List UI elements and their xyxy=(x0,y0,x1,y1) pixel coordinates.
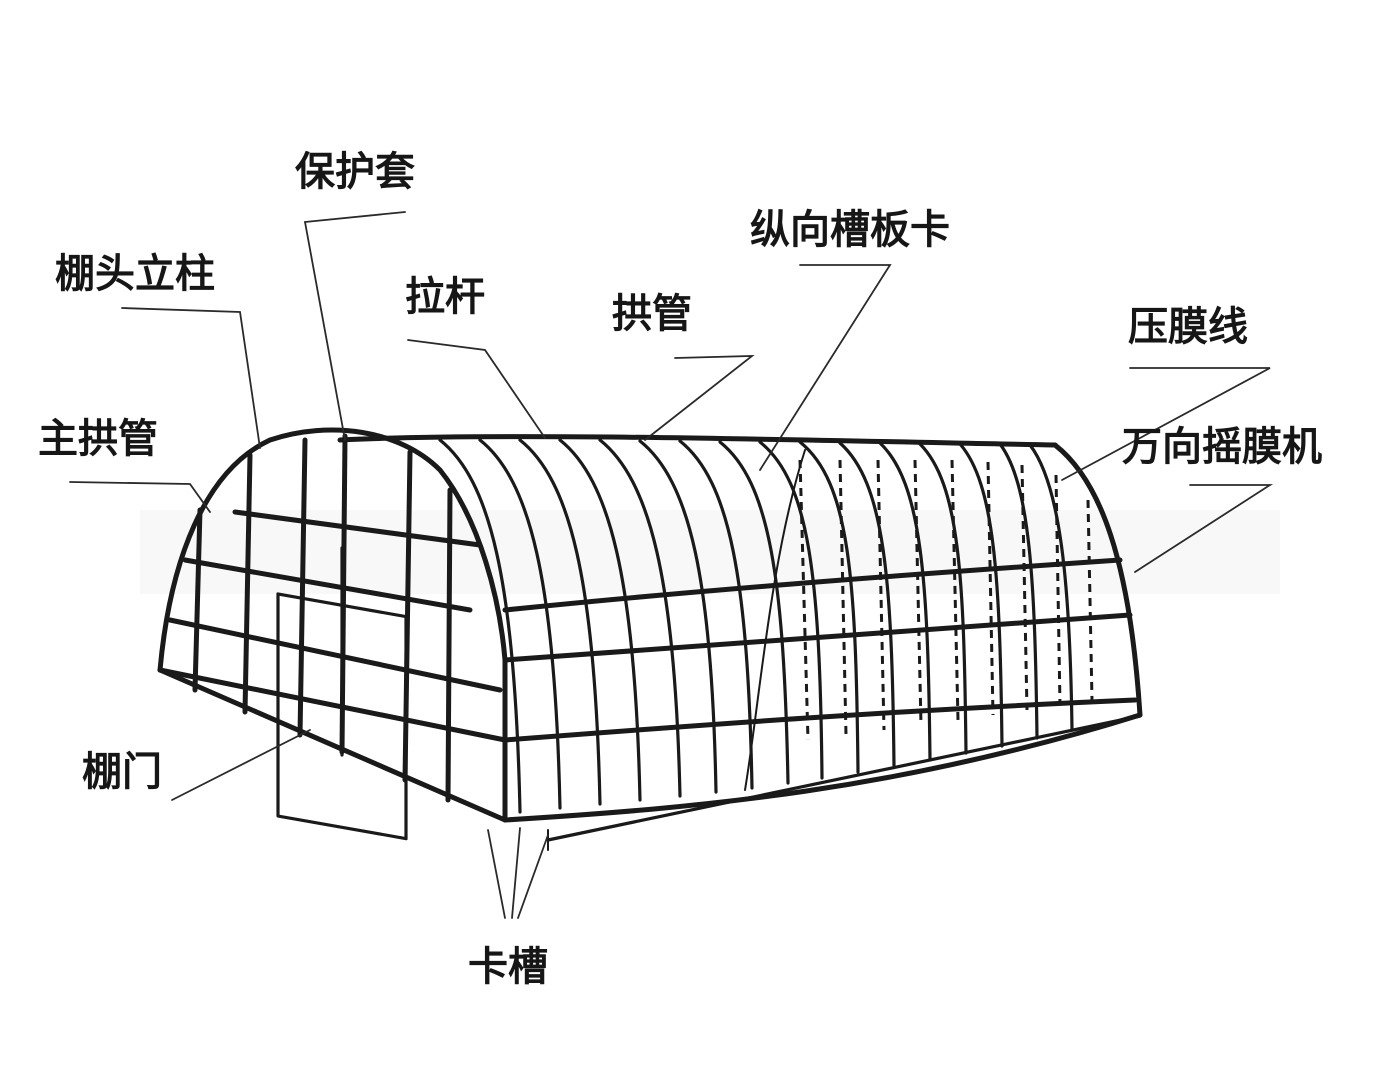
label-longitudinal-clip: 纵向槽板卡 xyxy=(750,207,950,253)
label-channel-slot: 卡槽 xyxy=(468,944,548,990)
label-main-arch-pipe: 主拱管 xyxy=(38,416,158,462)
ground-rail xyxy=(546,714,1142,842)
gable-band-3 xyxy=(167,617,503,693)
back-arch xyxy=(1052,442,1143,718)
label-film-roller: 万向摇膜机 xyxy=(1122,424,1322,470)
leader-main-arch-pipe xyxy=(69,481,211,513)
gable-post-1 xyxy=(192,507,203,693)
leader-channel-slot-1 xyxy=(487,829,506,919)
label-shed-door: 棚门 xyxy=(82,749,162,795)
leader-channel-slot-3 xyxy=(517,834,549,919)
side-base xyxy=(502,712,1143,823)
main-arch xyxy=(157,427,508,823)
film-press-wire-line xyxy=(744,449,806,791)
leader-tie-rod xyxy=(407,339,546,439)
ridge-tie-rod xyxy=(337,434,1058,448)
labels: 保护套 棚头立柱 纵向槽板卡 拉杆 拱管 压膜线 主拱管 万向摇膜机 棚门 卡槽 xyxy=(38,149,1322,990)
label-tie-rod: 拉杆 xyxy=(405,274,485,320)
leader-film-press-wire xyxy=(1061,367,1271,481)
leader-lines xyxy=(69,211,1274,919)
label-film-press-wire: 压膜线 xyxy=(1128,304,1248,350)
label-arch-pipe: 拱管 xyxy=(612,291,692,337)
gable-band-2 xyxy=(232,509,483,548)
leader-protective-sleeve-bar xyxy=(304,211,406,223)
gable-band-1 xyxy=(182,557,473,613)
leader-longitudinal-clip xyxy=(759,264,892,471)
gable-post-2 xyxy=(242,452,253,715)
leader-shed-door xyxy=(171,729,311,801)
leader-channel-slot-2 xyxy=(511,827,521,919)
arch-pipes xyxy=(438,438,1074,814)
leader-gable-post xyxy=(121,307,261,449)
front-base xyxy=(157,667,508,823)
label-gable-post: 棚头立柱 xyxy=(55,251,215,297)
gable-post-3 xyxy=(297,437,308,738)
channel-slots xyxy=(798,459,1094,741)
gable-post-6 xyxy=(445,487,453,803)
greenhouse-frame xyxy=(157,427,1143,851)
leader-film-roller xyxy=(1134,484,1274,573)
leader-protective-sleeve xyxy=(304,221,346,441)
label-protective-sleeve: 保护套 xyxy=(295,149,415,195)
leader-arch-pipe xyxy=(644,355,755,441)
